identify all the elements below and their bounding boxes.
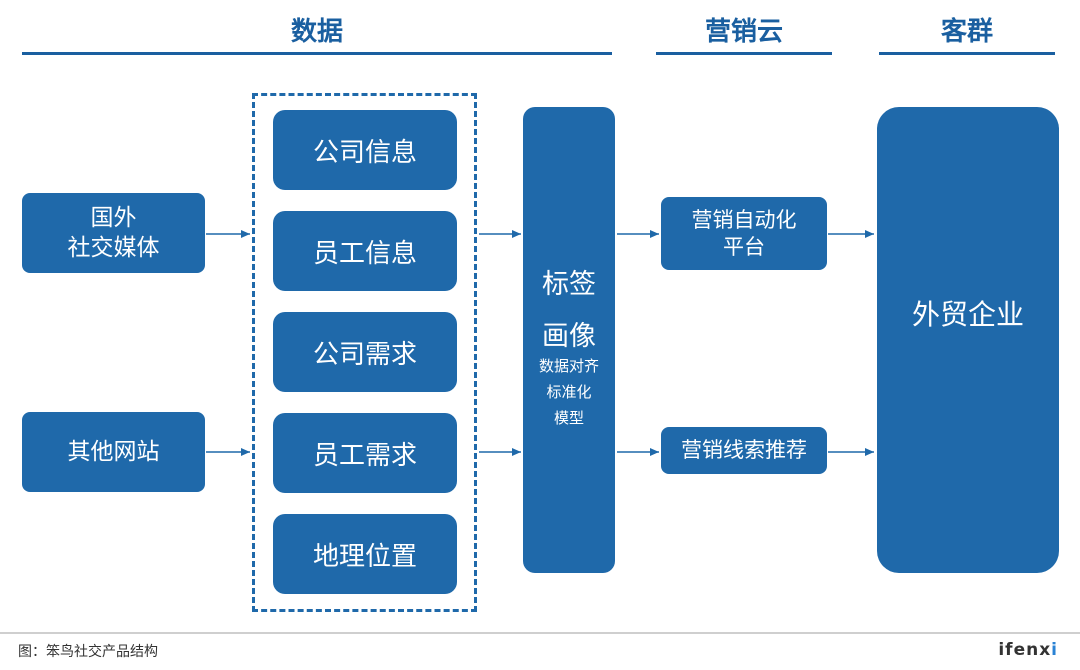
figure-caption: 图：笨鸟社交产品结构 xyxy=(18,644,158,660)
data-alignment-label: 数据对齐 xyxy=(538,357,599,375)
header-marketing-cloud: 营销云 xyxy=(704,17,783,47)
header-data-underline xyxy=(22,52,612,55)
logo-accent: i xyxy=(1051,640,1058,660)
data-items-group xyxy=(252,93,477,612)
header-marketing-cloud-underline xyxy=(656,52,832,55)
ifenxi-logo: ifenxi xyxy=(998,640,1058,660)
footer-divider xyxy=(0,632,1080,634)
customer-label: 外贸企业 xyxy=(911,298,1024,331)
logo-text: ifenx xyxy=(998,640,1052,660)
header-customer-group-underline xyxy=(879,52,1055,55)
source-overseas-social-media: 国外 社交媒体 xyxy=(22,193,205,273)
marketing-automation-platform: 营销自动化 平台 xyxy=(661,197,827,270)
model-label: 模型 xyxy=(553,409,584,427)
tag-label: 标签 xyxy=(542,269,596,300)
header-customer-group: 客群 xyxy=(940,17,993,47)
data-item-employee-needs: 员工需求 xyxy=(273,413,457,493)
customer-foreign-trade-enterprise: 外贸企业 xyxy=(877,107,1059,573)
standardization-label: 标准化 xyxy=(546,383,592,401)
data-item-company-info: 公司信息 xyxy=(273,110,457,190)
data-item-employee-info: 员工信息 xyxy=(273,211,457,291)
marketing-lead-recommendation: 营销线索推荐 xyxy=(661,427,827,474)
source-other-websites: 其他网站 xyxy=(22,412,205,492)
data-item-company-needs: 公司需求 xyxy=(273,312,457,392)
header-data: 数据 xyxy=(290,17,343,47)
data-item-location: 地理位置 xyxy=(273,514,457,594)
tag-profile-model: 标签 画像 数据对齐 标准化 模型 xyxy=(523,107,615,573)
profile-label: 画像 xyxy=(542,321,596,352)
